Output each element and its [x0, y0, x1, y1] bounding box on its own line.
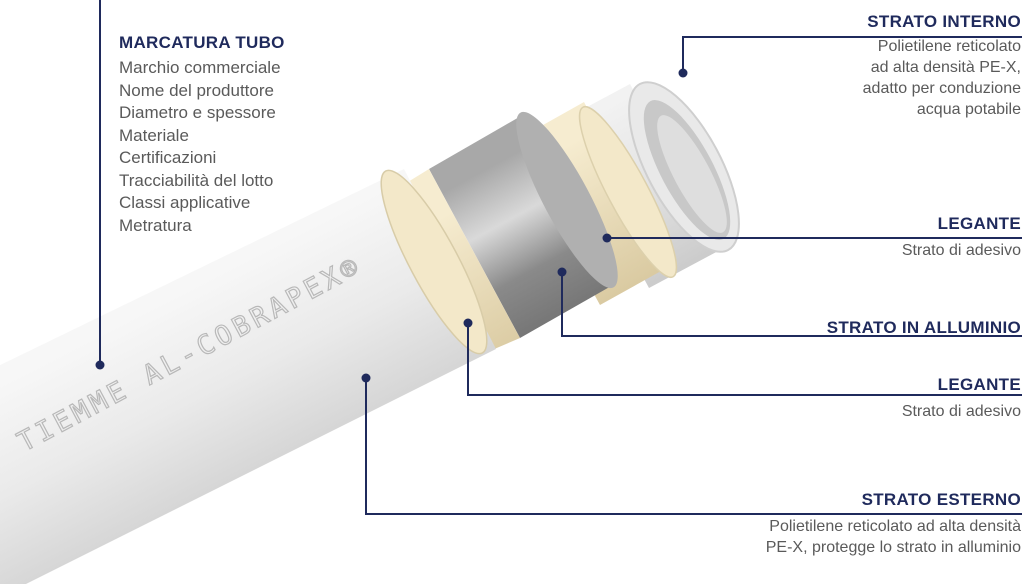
leader-line-strato-interno — [682, 36, 1022, 73]
marcatura-item: Certificazioni — [119, 148, 217, 167]
leader-line-legante-2 — [467, 323, 1022, 396]
leader-dot-strato-esterno — [361, 373, 371, 383]
marcatura-item: Nome del produttore — [119, 80, 274, 100]
marcatura-tubo-list: Marchio commerciale Nome del produttore … — [119, 57, 285, 237]
strato-esterno-title: STRATO ESTERNO — [861, 490, 1021, 509]
legante-title-1: LEGANTE — [937, 214, 1021, 233]
legante-callout-2: LEGANTE Strato di adesivo — [902, 375, 1021, 422]
marcatura-item: Tracciabilità del lotto — [119, 170, 274, 190]
strato-interno-line: Polietilene reticolato — [877, 38, 1021, 55]
leader-dot-legante-2 — [463, 318, 473, 328]
outer-layer-pipe — [0, 169, 496, 584]
marcatura-item: Classi applicative — [119, 193, 251, 212]
aluminium-layer — [429, 111, 618, 338]
leader-dot-marcatura — [95, 360, 105, 370]
leader-line-alluminio — [561, 272, 1022, 337]
strato-alluminio-title: STRATO IN ALLUMINIO — [826, 318, 1021, 337]
strato-interno-line: ad alta densità PE-X, — [870, 59, 1021, 76]
marcatura-item: Materiale — [119, 125, 189, 145]
strato-esterno-line: PE-X, protegge lo strato in alluminio — [765, 539, 1021, 556]
strato-interno-line: adatto per conduzione — [862, 80, 1021, 97]
leader-dots — [95, 68, 688, 383]
leader-line-strato-esterno — [365, 378, 1022, 515]
strato-esterno-callout: STRATO ESTERNO Polietilene reticolato ad… — [766, 490, 1021, 558]
strato-alluminio-callout: STRATO IN ALLUMINIO — [827, 318, 1021, 338]
marcatura-item: Diametro e spessore — [119, 103, 276, 122]
strato-interno-desc: Polietilene reticolato ad alta densità P… — [863, 36, 1021, 120]
leader-dot-legante-1 — [602, 233, 612, 243]
legante-title-2: LEGANTE — [937, 375, 1021, 394]
marcatura-tubo-callout: MARCATURA TUBO Marchio commerciale Nome … — [119, 33, 285, 237]
leader-lines — [99, 0, 1022, 515]
strato-esterno-line: Polietilene reticolato ad alta densità — [769, 518, 1021, 535]
legante-desc-1: Strato di adesivo — [901, 242, 1021, 259]
legante-desc-2: Strato di adesivo — [901, 403, 1021, 420]
leader-dot-strato-interno — [678, 68, 688, 78]
marcatura-item: Metratura — [119, 215, 192, 235]
marcatura-tubo-title: MARCATURA TUBO — [119, 33, 285, 52]
strato-interno-line: acqua potabile — [916, 101, 1021, 118]
strato-interno-callout: STRATO INTERNO Polietilene reticolato ad… — [863, 12, 1021, 120]
leader-dot-alluminio — [557, 267, 567, 277]
strato-interno-title: STRATO INTERNO — [867, 12, 1021, 31]
strato-esterno-desc: Polietilene reticolato ad alta densità P… — [766, 516, 1021, 558]
legante-callout-1: LEGANTE Strato di adesivo — [902, 214, 1021, 261]
marcatura-item: Marchio commerciale — [119, 58, 281, 77]
